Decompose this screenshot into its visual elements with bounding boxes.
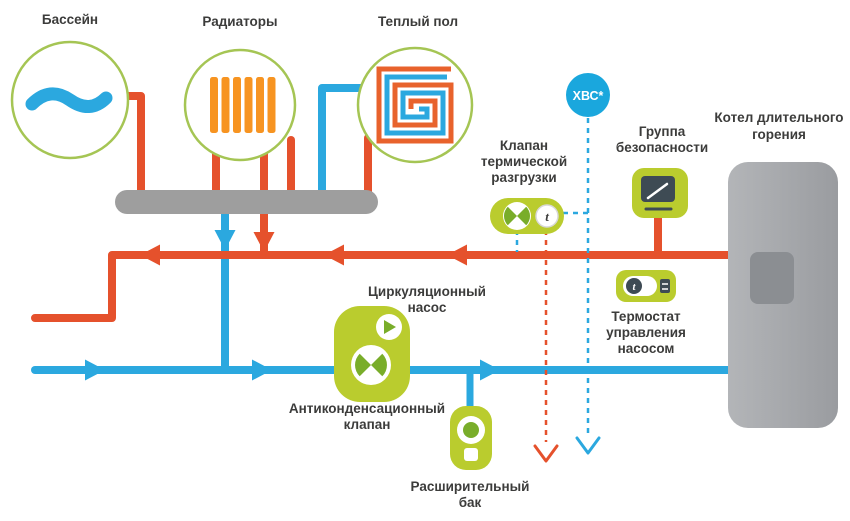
thermal-relief-valve-label-3: разгрузки [491,170,556,185]
expansion-tank-inner-circle [463,422,479,438]
cold-flow-arrow-down [214,230,236,250]
thermostat-switch-icon [660,279,670,293]
boiler-label-2: горения [752,127,806,142]
cold-warm-floor-riser-pipe [318,84,365,200]
cold-flow-arrow-right-3 [480,359,500,381]
hot-flow-arrow-left-3 [447,244,467,266]
safety-group-label-2: безопасности [616,140,708,155]
radiators-label: Радиаторы [202,14,277,29]
pump-thermostat-label-1: Термостат [611,309,681,324]
expansion-tank-unit [450,406,492,470]
cold-flow-arrow-right-2 [252,359,272,381]
pump-thermostat-label-2: управления [606,325,686,340]
hot-discharge-arrow-icon [533,444,559,463]
hot-flow-arrow-left-2 [324,244,344,266]
pump-play-triangle-icon [384,320,396,334]
circulation-pump-label-2: насос [408,300,447,315]
radiator-bars-icon [210,77,276,133]
gauge-needle [646,182,669,200]
thermal-relief-valve-label-1: Клапан [500,138,548,153]
circulation-pump-label-1: Циркуляционный [368,284,486,299]
flow-arrows [85,230,500,381]
pool-label: Бассейн [42,12,98,27]
thermostat-t-icon [626,278,642,294]
thermometer-symbol: t [545,209,549,224]
labels: Бассейн Радиаторы Теплый пол Клапан терм… [42,12,844,510]
pressure-gauge-icon [641,176,675,202]
warm-floor-label: Теплый пол [378,14,458,29]
pool-circle [10,40,130,160]
thermal-relief-valve-label-2: термической [481,154,567,169]
pump-thermostat-unit: t [616,270,676,302]
pool-wave-icon [25,87,113,113]
pump-valve-unit [334,306,410,402]
dashed-lines [515,118,601,463]
thermostat-symbol: t [632,281,636,293]
hot-main-supply-pipe [31,251,732,322]
heating-coil-cold-icon [384,74,447,136]
anticondensation-wedge-right [371,353,387,377]
hot-flow-arrow-down [253,232,275,252]
hot-supply-pipes [31,92,732,322]
cold-water-circle [566,73,610,117]
safety-group-unit [632,168,688,218]
radiators-circle [183,48,297,162]
boiler-label-1: Котел длительного [714,110,843,125]
cold-water-supply-label: ХВС* [573,89,604,103]
cold-discharge-arrow-icon [575,436,601,455]
thermostat-switch-slits [662,283,668,290]
heating-coil-hot-icon [376,66,454,144]
thermometer-icon [535,204,559,228]
warm-floor-circle-outline [356,46,474,164]
hot-pool-riser-pipe [122,92,145,200]
anticondensation-valve-label-2: клапан [344,417,391,432]
thermal-relief-valve-unit: t [490,198,564,234]
expansion-tank-label-1: Расширительный [411,479,530,494]
hot-flow-arrow-left-1 [140,244,160,266]
anticondensation-wedge-left [355,353,371,377]
boiler-door [750,252,794,304]
ball-valve-wedge-left [503,206,517,226]
cold-flow-arrow-right-1 [85,359,105,381]
safety-group-label-1: Группа [639,124,686,139]
cold-water-supply-badge: ХВС* [566,73,610,117]
pump-thermostat-label-3: насосом [618,341,675,356]
distribution-manifold [115,190,378,214]
expansion-tank-base [464,448,478,461]
boiler-unit [728,162,838,428]
anticondensation-valve-label-1: Антиконденсационный [289,401,445,416]
warm-floor-circle [356,46,474,164]
expansion-tank-label-2: бак [459,495,482,510]
ball-valve-wedge-right [517,206,531,226]
